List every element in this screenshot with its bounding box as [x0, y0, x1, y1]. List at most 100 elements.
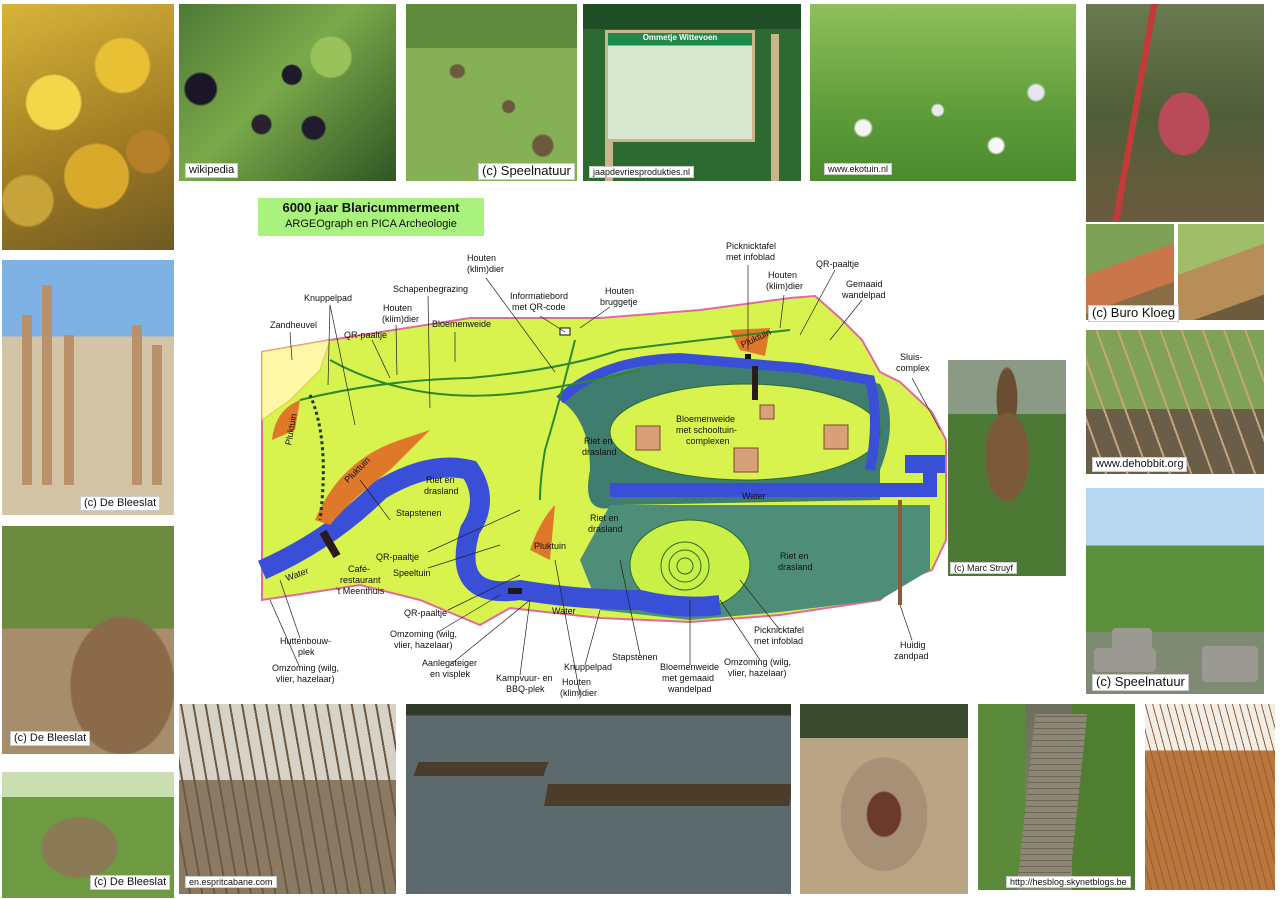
map-label-bbq: BBQ-plek: [506, 684, 545, 694]
map-label-drasland: drasland: [778, 562, 813, 572]
map-label-complex: complex: [896, 363, 930, 373]
flower-meadow-photo: www.ekotuin.nl: [810, 4, 1076, 181]
pluktuin-area: [530, 505, 555, 560]
map-label-wandelpad: wandelpad: [667, 684, 712, 694]
knuppelpad: [308, 394, 325, 521]
rock: [1094, 648, 1156, 672]
walking-path: [539, 339, 576, 501]
photo-credit: (c) Buro Kloeg: [1088, 305, 1180, 322]
bridge-marker: [319, 529, 341, 559]
bridge-marker: [752, 366, 758, 400]
picnic-table-photo: [1086, 224, 1174, 320]
map-label-drasland: drasland: [582, 447, 617, 457]
map-label-meenthuis: 't Meenthuis: [336, 586, 385, 596]
school-garden: [733, 447, 759, 473]
blackberry-photo: wikipedia: [179, 4, 396, 181]
map-label-infoblad: met infoblad: [726, 252, 775, 262]
rock: [1202, 646, 1258, 682]
map-label-houten: Houten: [605, 286, 634, 296]
map-label-houten: Houten: [383, 303, 412, 313]
photo-credit: www.dehobbit.org: [1092, 457, 1188, 472]
stepping-stones-photo: (c) Speelnatuur: [1086, 488, 1264, 694]
map-label-bloemenweide: Bloemenweide: [660, 662, 719, 672]
flower-meadow-oval: [609, 383, 881, 481]
wooden-pole: [64, 335, 74, 485]
map-label-qr-paaltje: QR-paaltje: [816, 259, 859, 269]
map-label-informatiebord: Informatiebord: [510, 291, 568, 301]
map-label-schooltuin: met schooltuin-: [676, 425, 737, 435]
wooden-pole: [132, 325, 142, 485]
willow-teepees-photo: www.dehobbit.org: [1086, 330, 1264, 474]
photo-credit: wikipedia: [185, 163, 239, 178]
map-label-drasland: drasland: [424, 486, 459, 496]
map-label-houten: Houten: [467, 253, 496, 263]
sluice-complex: [905, 455, 945, 473]
map-label-riet: Riet en: [426, 475, 455, 485]
map-label-riet: Riet en: [584, 436, 613, 446]
willow-tunnel-photo: (c) De Bleeslat: [2, 772, 174, 898]
willow-hut-photo: (c) De Bleeslat: [2, 526, 174, 754]
map-title: 6000 jaar Blaricummermeent: [282, 200, 460, 215]
map-label-zandheuvel: Zandheuvel: [270, 320, 317, 330]
photo-credit: (c) De Bleeslat: [80, 496, 161, 511]
map-label-pluktuin: Pluktuin: [739, 327, 772, 350]
floating-jetty: [413, 762, 549, 776]
branch-hut-photo: en.espritcabane.com: [179, 704, 396, 894]
map-label-wandelpad: wandelpad: [841, 290, 886, 300]
wetland-area: [560, 361, 890, 509]
map-labels: Zandheuvel Knuppelpad QR-paaltje Houten …: [270, 241, 930, 698]
map-label-klimdier: (klim)dier: [766, 281, 803, 291]
spiral-path: [660, 541, 710, 591]
map-label-omzoming: Omzoming (wilg,: [390, 629, 457, 639]
sand-hill: [261, 339, 331, 421]
map-label-cafe: Café-: [348, 564, 370, 574]
map-label-kampvuur: Kampvuur- en: [496, 673, 553, 683]
water-channel: [257, 457, 722, 617]
map-label-stapstenen: Stapstenen: [396, 508, 442, 518]
spiral-path: [676, 557, 694, 575]
map-label-pluktuin: Pluktuin: [534, 541, 566, 551]
wooden-pole: [152, 345, 162, 485]
info-board-marker: [559, 327, 571, 336]
photo-credit: (c) De Bleeslat: [90, 875, 171, 890]
bridge-marker: [898, 500, 902, 605]
map-label-omzoming: Omzoming (wilg,: [272, 663, 339, 673]
mown-path-meadow: [629, 519, 751, 611]
map-label-gemaaid: met gemaaid: [662, 673, 714, 683]
wooden-bear-photo: (c) Marc Struyf: [948, 360, 1066, 576]
map-label-infoblad: met infoblad: [754, 636, 803, 646]
map-subtitle: ARGEOgraph en PICA Archeologie: [285, 218, 457, 230]
map-label-omzoming: Omzoming (wilg,: [724, 657, 791, 667]
map-label-drasland: drasland: [588, 524, 623, 534]
picnic-table-photo: [1178, 224, 1264, 320]
map-label-houten: Houten: [768, 270, 797, 280]
tree-stumps-photo: (c) Speelnatuur: [406, 4, 577, 181]
map-label-pluktuin: Pluktuin: [283, 413, 298, 446]
map-label-qr-code: met QR-code: [512, 302, 566, 312]
photo-credit: www.ekotuin.nl: [824, 162, 893, 175]
map-label-huttenbouw: Huttenbouw-: [280, 636, 331, 646]
map-label-zandpad: zandpad: [894, 651, 929, 661]
photo-credit: jaapdevriesprodukties.nl: [589, 165, 695, 178]
map-label-gemaaid: Gemaaid: [846, 279, 883, 289]
boardwalk-photo: http://hesblog.skynetblogs.be: [978, 704, 1135, 890]
pluktuin-area: [315, 430, 430, 525]
jetty: [544, 784, 791, 806]
map-label-riet: Riet en: [590, 513, 619, 523]
map-label-qr-paaltje: QR-paaltje: [376, 552, 419, 562]
map-label-water: Water: [552, 606, 576, 616]
park-boundary: [261, 294, 947, 627]
map-label-riet: Riet en: [780, 551, 809, 561]
map-label-complexen: complexen: [686, 436, 730, 446]
map-label-knuppelpad: Knuppelpad: [564, 662, 612, 672]
map-label-picknicktafel: Picknicktafel: [726, 241, 776, 251]
wooden-pole: [22, 315, 32, 485]
map-label-plek: plek: [298, 647, 315, 657]
photo-credit: (c) Speelnatuur: [478, 163, 575, 180]
map-label-speeltuin: Speeltuin: [393, 568, 431, 578]
map-label-visplek: en visplek: [430, 669, 471, 679]
school-garden: [823, 424, 849, 450]
map-label-knuppelpad: Knuppelpad: [304, 293, 352, 303]
map-label-qr-paaltje: QR-paaltje: [344, 330, 387, 340]
map-label-schapenbegrazing: Schapenbegrazing: [393, 284, 468, 294]
